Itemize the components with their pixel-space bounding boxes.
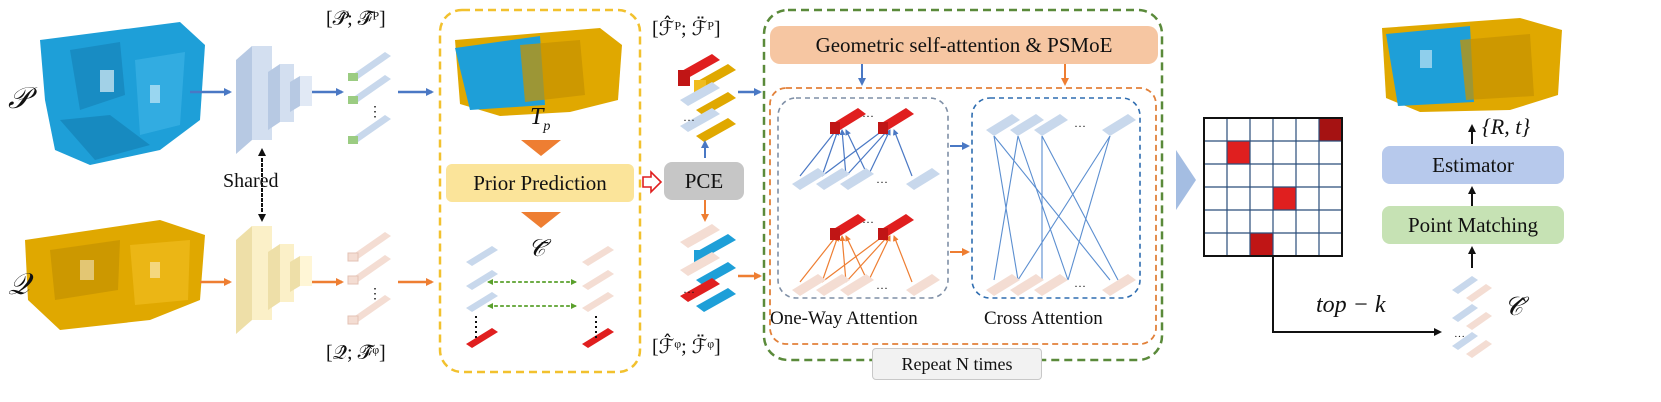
transform-label-base: T (530, 104, 544, 130)
prior-prediction-box: Prior Prediction (446, 164, 634, 202)
transform-down-arrow (521, 140, 561, 156)
transformer-inner-frame (769, 87, 1157, 345)
target-refined-label: [ℱ̂ᵠ; ℱ̈ᵠ] (652, 336, 721, 358)
target-refined-stack: ··· (680, 224, 736, 312)
source-encoder (236, 46, 312, 154)
pce-box: PCE (664, 162, 744, 200)
svg-text:···: ··· (876, 281, 888, 295)
repeat-label: Repeat N times (901, 353, 1013, 374)
prior-correspondence-bars (466, 246, 614, 348)
transform-label-sub: p (543, 118, 551, 134)
pose-result-label: {R, t} (1482, 114, 1531, 139)
source-feature-stack: ⋮ (348, 52, 391, 144)
source-refined-label: [ℱ̂ᴾ; ℱ̈ᴾ] (652, 18, 721, 40)
svg-text:⋮: ⋮ (368, 287, 382, 302)
svg-text:···: ··· (1074, 119, 1086, 133)
prior-prediction-label: Prior Prediction (473, 170, 607, 195)
repeat-badge: Repeat N times (872, 348, 1042, 380)
estimator-label: Estimator (1432, 152, 1514, 177)
registered-point-cloud (1382, 18, 1562, 112)
prior-down-arrow (521, 212, 561, 228)
prior-to-pce-arrow (642, 170, 663, 194)
prior-correspondence-symbol: 𝒞̄ (528, 236, 546, 262)
prior-module-frame (438, 8, 642, 374)
geometric-attention-header: Geometric self-attention & PSMoE (770, 26, 1158, 64)
svg-text:···: ··· (862, 109, 874, 123)
source-point-cloud (40, 22, 205, 165)
one-way-blue-graph: ··· ··· (792, 108, 940, 190)
target-encoder (236, 226, 312, 334)
cross-attention-frame (971, 97, 1141, 299)
svg-text:···: ··· (1454, 331, 1465, 343)
svg-text:⋮: ⋮ (368, 105, 382, 120)
svg-text:···: ··· (683, 285, 695, 299)
one-way-orange-graph: ··· ··· (792, 214, 940, 296)
topk-arrow (1272, 256, 1442, 336)
svg-text:···: ··· (683, 113, 695, 127)
final-correspondence-stack: ··· (1452, 276, 1492, 358)
score-matrix (1203, 117, 1343, 257)
target-cloud-symbol: 𝒬 (8, 268, 30, 301)
source-feature-set-label: [𝒫̂; ℱ̂ᴾ] (326, 8, 386, 30)
target-point-cloud (25, 220, 205, 330)
target-feature-stack: ⋮ (347, 232, 391, 325)
estimator-box: Estimator (1382, 146, 1564, 184)
geometric-attention-label: Geometric self-attention & PSMoE (815, 32, 1113, 57)
transition-chevron (1176, 150, 1196, 210)
one-way-attention-frame (777, 97, 949, 299)
topk-label: top − k (1316, 292, 1386, 318)
source-cloud-symbol: 𝒫 (8, 82, 30, 115)
point-matching-box: Point Matching (1382, 206, 1564, 244)
source-refined-stack: ··· (678, 54, 736, 142)
target-feature-set-label: [𝒬̂; ℱ̂ᵠ] (326, 342, 386, 364)
cross-attention-graph: ··· ··· (986, 114, 1136, 296)
cross-attention-label: Cross Attention (984, 308, 1103, 329)
svg-text:···: ··· (1074, 279, 1086, 293)
pce-label: PCE (684, 168, 724, 193)
point-matching-label: Point Matching (1407, 212, 1539, 237)
final-correspondence-symbol: 𝒞̂ (1504, 292, 1523, 321)
aligned-point-cloud (455, 28, 622, 116)
transform-label: Tp (530, 104, 550, 135)
svg-text:···: ··· (876, 175, 888, 189)
shared-label: Shared (223, 170, 279, 192)
one-way-attention-label: One-Way Attention (770, 308, 918, 329)
svg-text:···: ··· (862, 215, 874, 229)
